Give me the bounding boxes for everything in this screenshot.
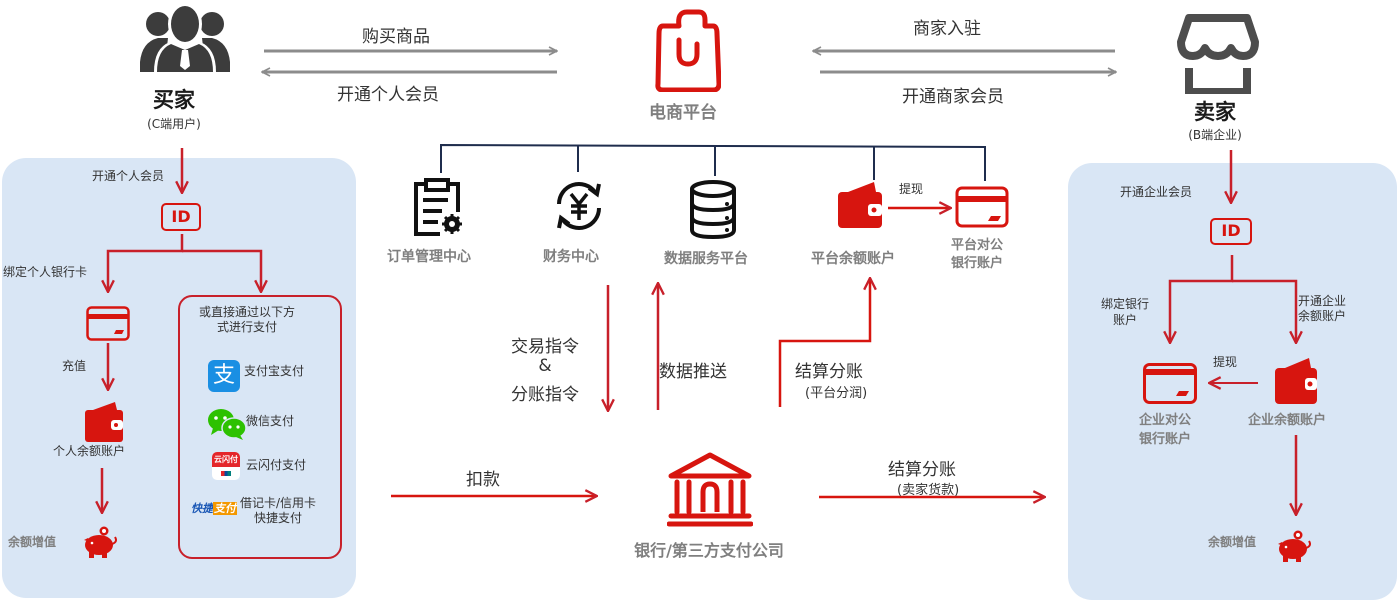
- branch-buyer-pay: [182, 249, 261, 292]
- label-settle-platform-sub: (平台分润): [805, 386, 868, 401]
- module-platform-balance-label: 平台余额账户: [811, 251, 895, 267]
- label-bind-bank-account-line2: 账户: [1112, 313, 1138, 327]
- label-open-personal-member-panel: 开通个人会员: [92, 169, 165, 183]
- label-settle-seller-sub: (卖家货款): [897, 483, 960, 498]
- unionpay-icon-top: 云闪付: [212, 452, 240, 467]
- database-icon: [688, 180, 738, 240]
- buyer-id-label: ID: [171, 207, 191, 226]
- payment-methods-box: [178, 295, 342, 559]
- label-seller-withdraw: 提现: [1213, 355, 1238, 369]
- label-buyer-appreciation: 余额增值: [8, 535, 57, 549]
- label-recharge: 充值: [62, 359, 87, 373]
- branch-seller-bank: [1170, 255, 1234, 343]
- label-open-corp-balance-line1: 开通企业: [1298, 294, 1347, 308]
- buyer-subtitle: (C端用户): [147, 117, 201, 131]
- platform-bank-card-icon: [955, 186, 1009, 228]
- buyer-users-icon: [140, 2, 230, 74]
- buyer-title: 买家: [153, 88, 195, 112]
- label-bind-personal-card: 绑定个人银行卡: [3, 265, 88, 279]
- label-settle-seller: 结算分账: [888, 460, 956, 480]
- label-trade-instruction-2: &: [538, 356, 552, 376]
- quickpay-logo-icon[interactable]: 快捷支付: [191, 502, 243, 516]
- branch-buyer-id: [108, 234, 184, 292]
- label-corp-bank-line1: 企业对公: [1138, 413, 1192, 428]
- module-corp-bank-label-line1: 平台对公: [950, 238, 1004, 253]
- module-order-label: 订单管理中心: [387, 249, 471, 265]
- label-seller-appreciation: 余额增值: [1208, 535, 1257, 549]
- seller-bank-card-icon: [1143, 363, 1197, 404]
- label-bind-bank-account-line1: 绑定银行: [1100, 297, 1150, 311]
- seller-id-badge: ID: [1210, 218, 1252, 245]
- pay-box-title-line1: 或直接通过以下方: [198, 305, 296, 319]
- buyer-bank-card-icon: [86, 306, 130, 341]
- label-open-personal-member: 开通个人会员: [337, 85, 439, 105]
- payment-method-quickpay-line1[interactable]: 借记卡/信用卡: [239, 496, 317, 510]
- label-open-merchant-member: 开通商家会员: [902, 87, 1004, 107]
- seller-panel: [1068, 163, 1397, 600]
- buyer-id-badge: ID: [161, 203, 201, 231]
- buyer-wallet-icon: [85, 402, 123, 442]
- buyer-piggy-bank-icon: [82, 526, 118, 558]
- shopping-bag-icon: [655, 8, 722, 93]
- yuan-refresh-icon: [551, 178, 607, 234]
- platform-wallet-icon: [838, 182, 882, 228]
- pay-box-title-line2: 式进行支付: [216, 320, 278, 334]
- module-finance-label: 财务中心: [543, 249, 599, 265]
- order-clipboard-gear-icon: [412, 178, 462, 236]
- label-open-corp-member: 开通企业会员: [1120, 185, 1193, 199]
- payment-method-alipay[interactable]: 支付宝支付: [244, 364, 305, 378]
- label-merchant-join: 商家入驻: [913, 19, 981, 39]
- platform-title: 电商平台: [649, 103, 717, 123]
- wechat-icon[interactable]: [207, 408, 247, 440]
- label-settle-platform: 结算分账: [795, 362, 863, 382]
- label-buy-goods: 购买商品: [362, 27, 430, 47]
- payment-method-wechat[interactable]: 微信支付: [246, 414, 295, 428]
- branch-seller-balance: [1232, 279, 1296, 343]
- unionpay-icon-mark: [221, 471, 231, 476]
- label-data-push: 数据推送: [659, 362, 727, 382]
- bank-building-icon: [666, 452, 754, 528]
- platform-module-connector: [440, 143, 986, 181]
- label-personal-balance: 个人余额账户: [52, 444, 126, 458]
- seller-title: 卖家: [1194, 100, 1236, 124]
- seller-subtitle: (B端企业): [1188, 128, 1242, 142]
- payment-method-quickpay-line2[interactable]: 快捷支付: [253, 511, 303, 525]
- label-platform-withdraw: 提现: [899, 182, 924, 196]
- module-data-label: 数据服务平台: [664, 251, 748, 267]
- seller-piggy-bank-icon: [1276, 530, 1312, 562]
- label-trade-instruction-1: 交易指令: [511, 337, 579, 357]
- label-deduct: 扣款: [466, 470, 500, 490]
- seller-wallet-icon: [1275, 358, 1319, 404]
- unionpay-quickpass-icon[interactable]: 云闪付: [212, 452, 240, 480]
- storefront-icon: [1177, 12, 1259, 96]
- payment-method-unionpay[interactable]: 云闪付支付: [246, 458, 307, 472]
- label-trade-instruction-3: 分账指令: [511, 385, 579, 405]
- quickpay-logo-text2: 支付: [213, 502, 237, 515]
- quickpay-logo-text1: 快捷: [191, 502, 213, 515]
- label-corp-balance: 企业余额账户: [1247, 413, 1327, 428]
- bank-title: 银行/第三方支付公司: [634, 541, 784, 560]
- arrow-settle-platform: [778, 278, 870, 407]
- label-open-corp-balance-line2: 余额账户: [1298, 309, 1347, 323]
- seller-id-label: ID: [1221, 221, 1241, 240]
- label-corp-bank-line2: 银行账户: [1138, 432, 1192, 447]
- alipay-icon[interactable]: 支: [208, 360, 240, 392]
- module-corp-bank-label-line2: 银行账户: [950, 256, 1004, 271]
